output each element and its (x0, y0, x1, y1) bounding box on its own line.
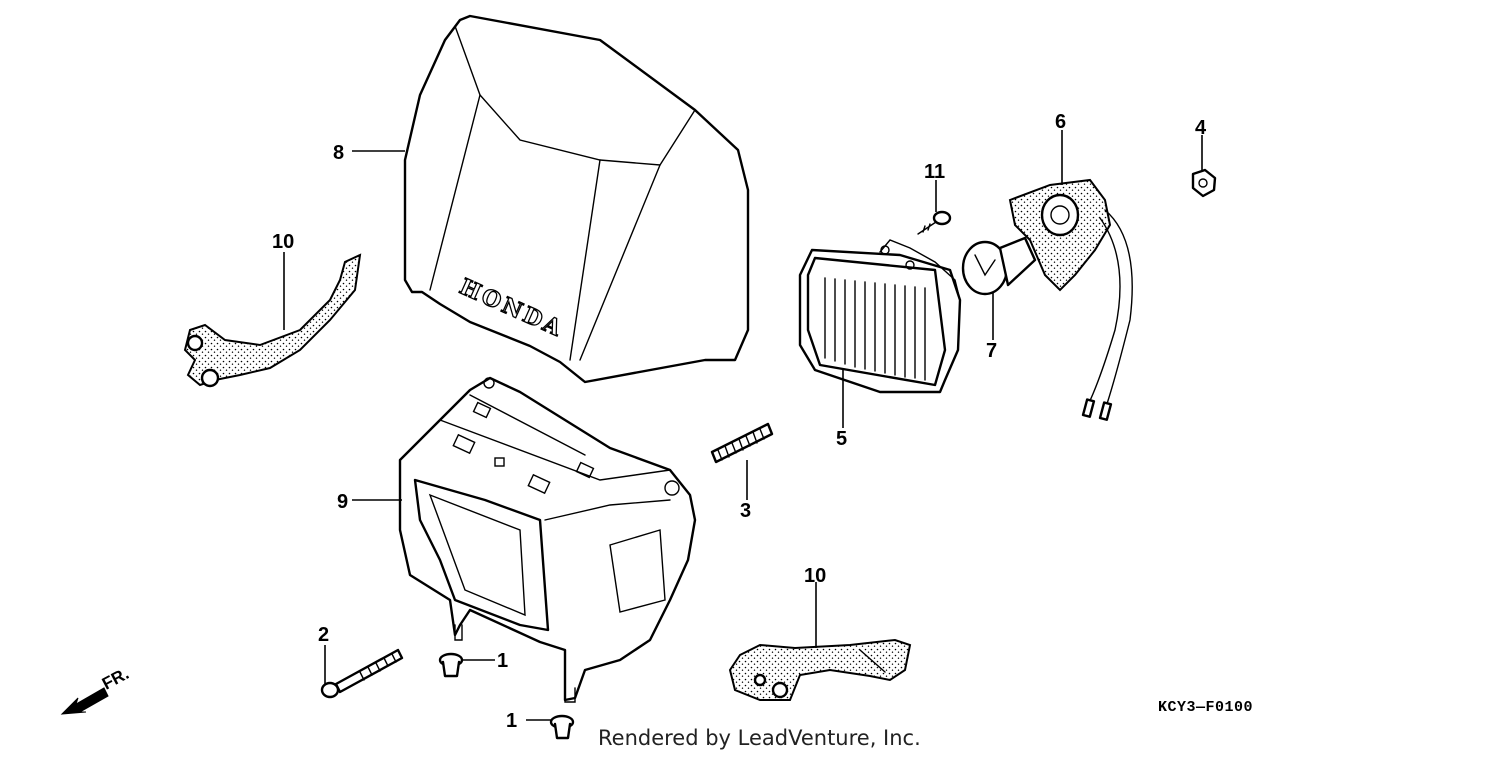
callout-11: 11 (924, 161, 945, 183)
diagram-reference-code: KCY3—F0100 (1158, 699, 1254, 716)
part-4-nut[interactable] (1191, 168, 1217, 198)
callout-2: 2 (318, 624, 329, 646)
callout-1-lower: 1 (506, 710, 517, 732)
part-7-bulb[interactable] (961, 236, 1037, 296)
part-1-collar-upper[interactable] (438, 652, 464, 678)
part-2-bolt[interactable] (320, 648, 404, 699)
render-credit: Rendered by LeadVenture, Inc. (598, 726, 921, 750)
part-1-collar-lower[interactable] (549, 714, 575, 740)
callout-5: 5 (836, 428, 847, 450)
leader-lines (283, 130, 1203, 721)
callout-1-upper: 1 (497, 650, 508, 672)
callout-10-upper: 10 (272, 231, 294, 253)
callout-4: 4 (1195, 117, 1207, 139)
callout-3: 3 (740, 500, 751, 522)
part-10-stay-lower[interactable] (728, 638, 912, 701)
part-10-stay-upper[interactable] (183, 253, 362, 388)
callout-6: 6 (1055, 111, 1066, 133)
callout-9: 9 (337, 491, 348, 513)
part-3-spring[interactable] (710, 422, 774, 464)
part-8-headlight-cover[interactable]: HONDA (403, 14, 750, 384)
part-11-screw[interactable] (917, 210, 952, 235)
part-6-socket[interactable] (1008, 178, 1133, 421)
part-9-headlight-case[interactable] (398, 376, 697, 703)
callouts: 8 10 9 5 3 7 6 4 11 10 2 1 1 (272, 111, 1207, 732)
callout-10-lower: 10 (804, 565, 826, 587)
callout-7: 7 (986, 340, 997, 362)
callout-8: 8 (333, 142, 344, 164)
part-5-headlight-unit[interactable] (798, 239, 962, 394)
front-direction-arrow-icon: FR. (60, 664, 132, 715)
